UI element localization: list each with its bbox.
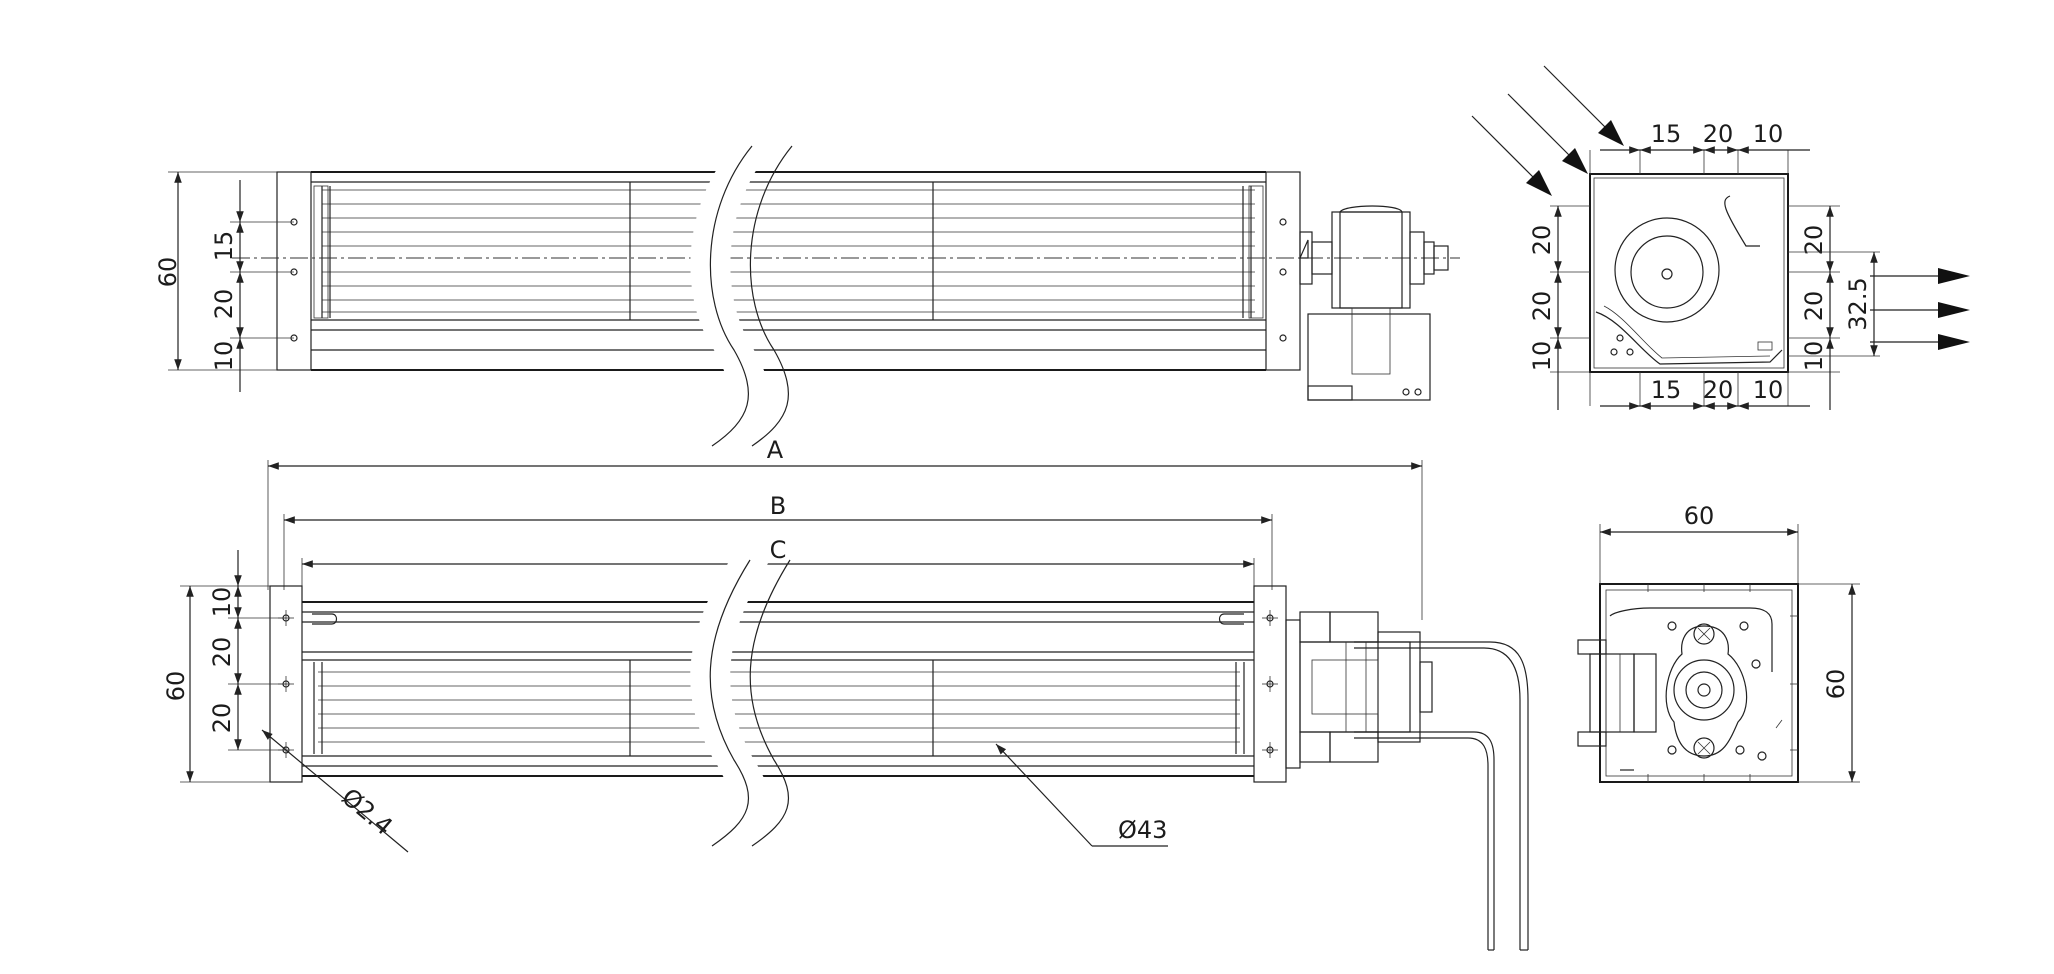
dim-front-bot-10: 10 <box>1753 376 1784 404</box>
dim-top-10: 10 <box>210 341 238 372</box>
dim-front-outlet: 32.5 <box>1844 277 1872 330</box>
hole-diameter-label: Ø2.4 <box>336 783 398 841</box>
motor-end-view: 60 60 <box>1577 502 1860 783</box>
dim-top-15: 15 <box>210 231 238 262</box>
intake-arrows <box>1471 65 1624 196</box>
dim-front-left-20a: 20 <box>1528 225 1556 256</box>
top-view: 60 15 20 10 <box>154 145 1460 447</box>
dim-front-top-15: 15 <box>1651 120 1682 148</box>
left-end-plate <box>276 171 312 371</box>
dim-front-bot-20: 20 <box>1703 376 1734 404</box>
dim-front-right-20a: 20 <box>1800 225 1828 256</box>
dim-front-left-10: 10 <box>1528 341 1556 372</box>
lead-wires <box>1354 641 1529 951</box>
dim-length-c: C <box>770 536 787 564</box>
dim-front-length-20b: 20 <box>208 703 236 734</box>
motor-top <box>1299 205 1449 401</box>
outlet-arrows <box>1870 268 1970 350</box>
dim-front-length-10: 10 <box>208 587 236 618</box>
mounting-holes <box>278 610 1278 758</box>
dim-front-top-10: 10 <box>1753 120 1784 148</box>
dim-length-a: A <box>767 436 784 464</box>
dim-top-20: 20 <box>210 289 238 320</box>
dim-front-right-20b: 20 <box>1800 291 1828 322</box>
dim-motor-end-width: 60 <box>1684 502 1715 530</box>
rotor-blades-top <box>313 182 1264 320</box>
dim-top-height: 60 <box>154 257 182 288</box>
motor-front <box>1285 611 1433 769</box>
rotor-diameter-label: Ø43 <box>1118 816 1167 844</box>
front-view: 15 20 10 15 20 10 20 20 10 20 <box>1471 65 1970 410</box>
dim-front-length-height: 60 <box>162 671 190 702</box>
front-length-view: 60 10 20 20 Ø2.4 Ø43 <box>162 550 1529 951</box>
length-dimensions: A B C <box>267 436 1423 620</box>
dim-front-bot-15: 15 <box>1651 376 1682 404</box>
dim-motor-end-height: 60 <box>1822 669 1850 700</box>
right-end-plate <box>1265 171 1301 371</box>
dim-front-top-20: 20 <box>1703 120 1734 148</box>
dim-front-left-20b: 20 <box>1528 291 1556 322</box>
rotor-blades-front <box>312 613 1245 756</box>
dim-front-length-20a: 20 <box>208 637 236 668</box>
dim-length-b: B <box>770 492 786 520</box>
